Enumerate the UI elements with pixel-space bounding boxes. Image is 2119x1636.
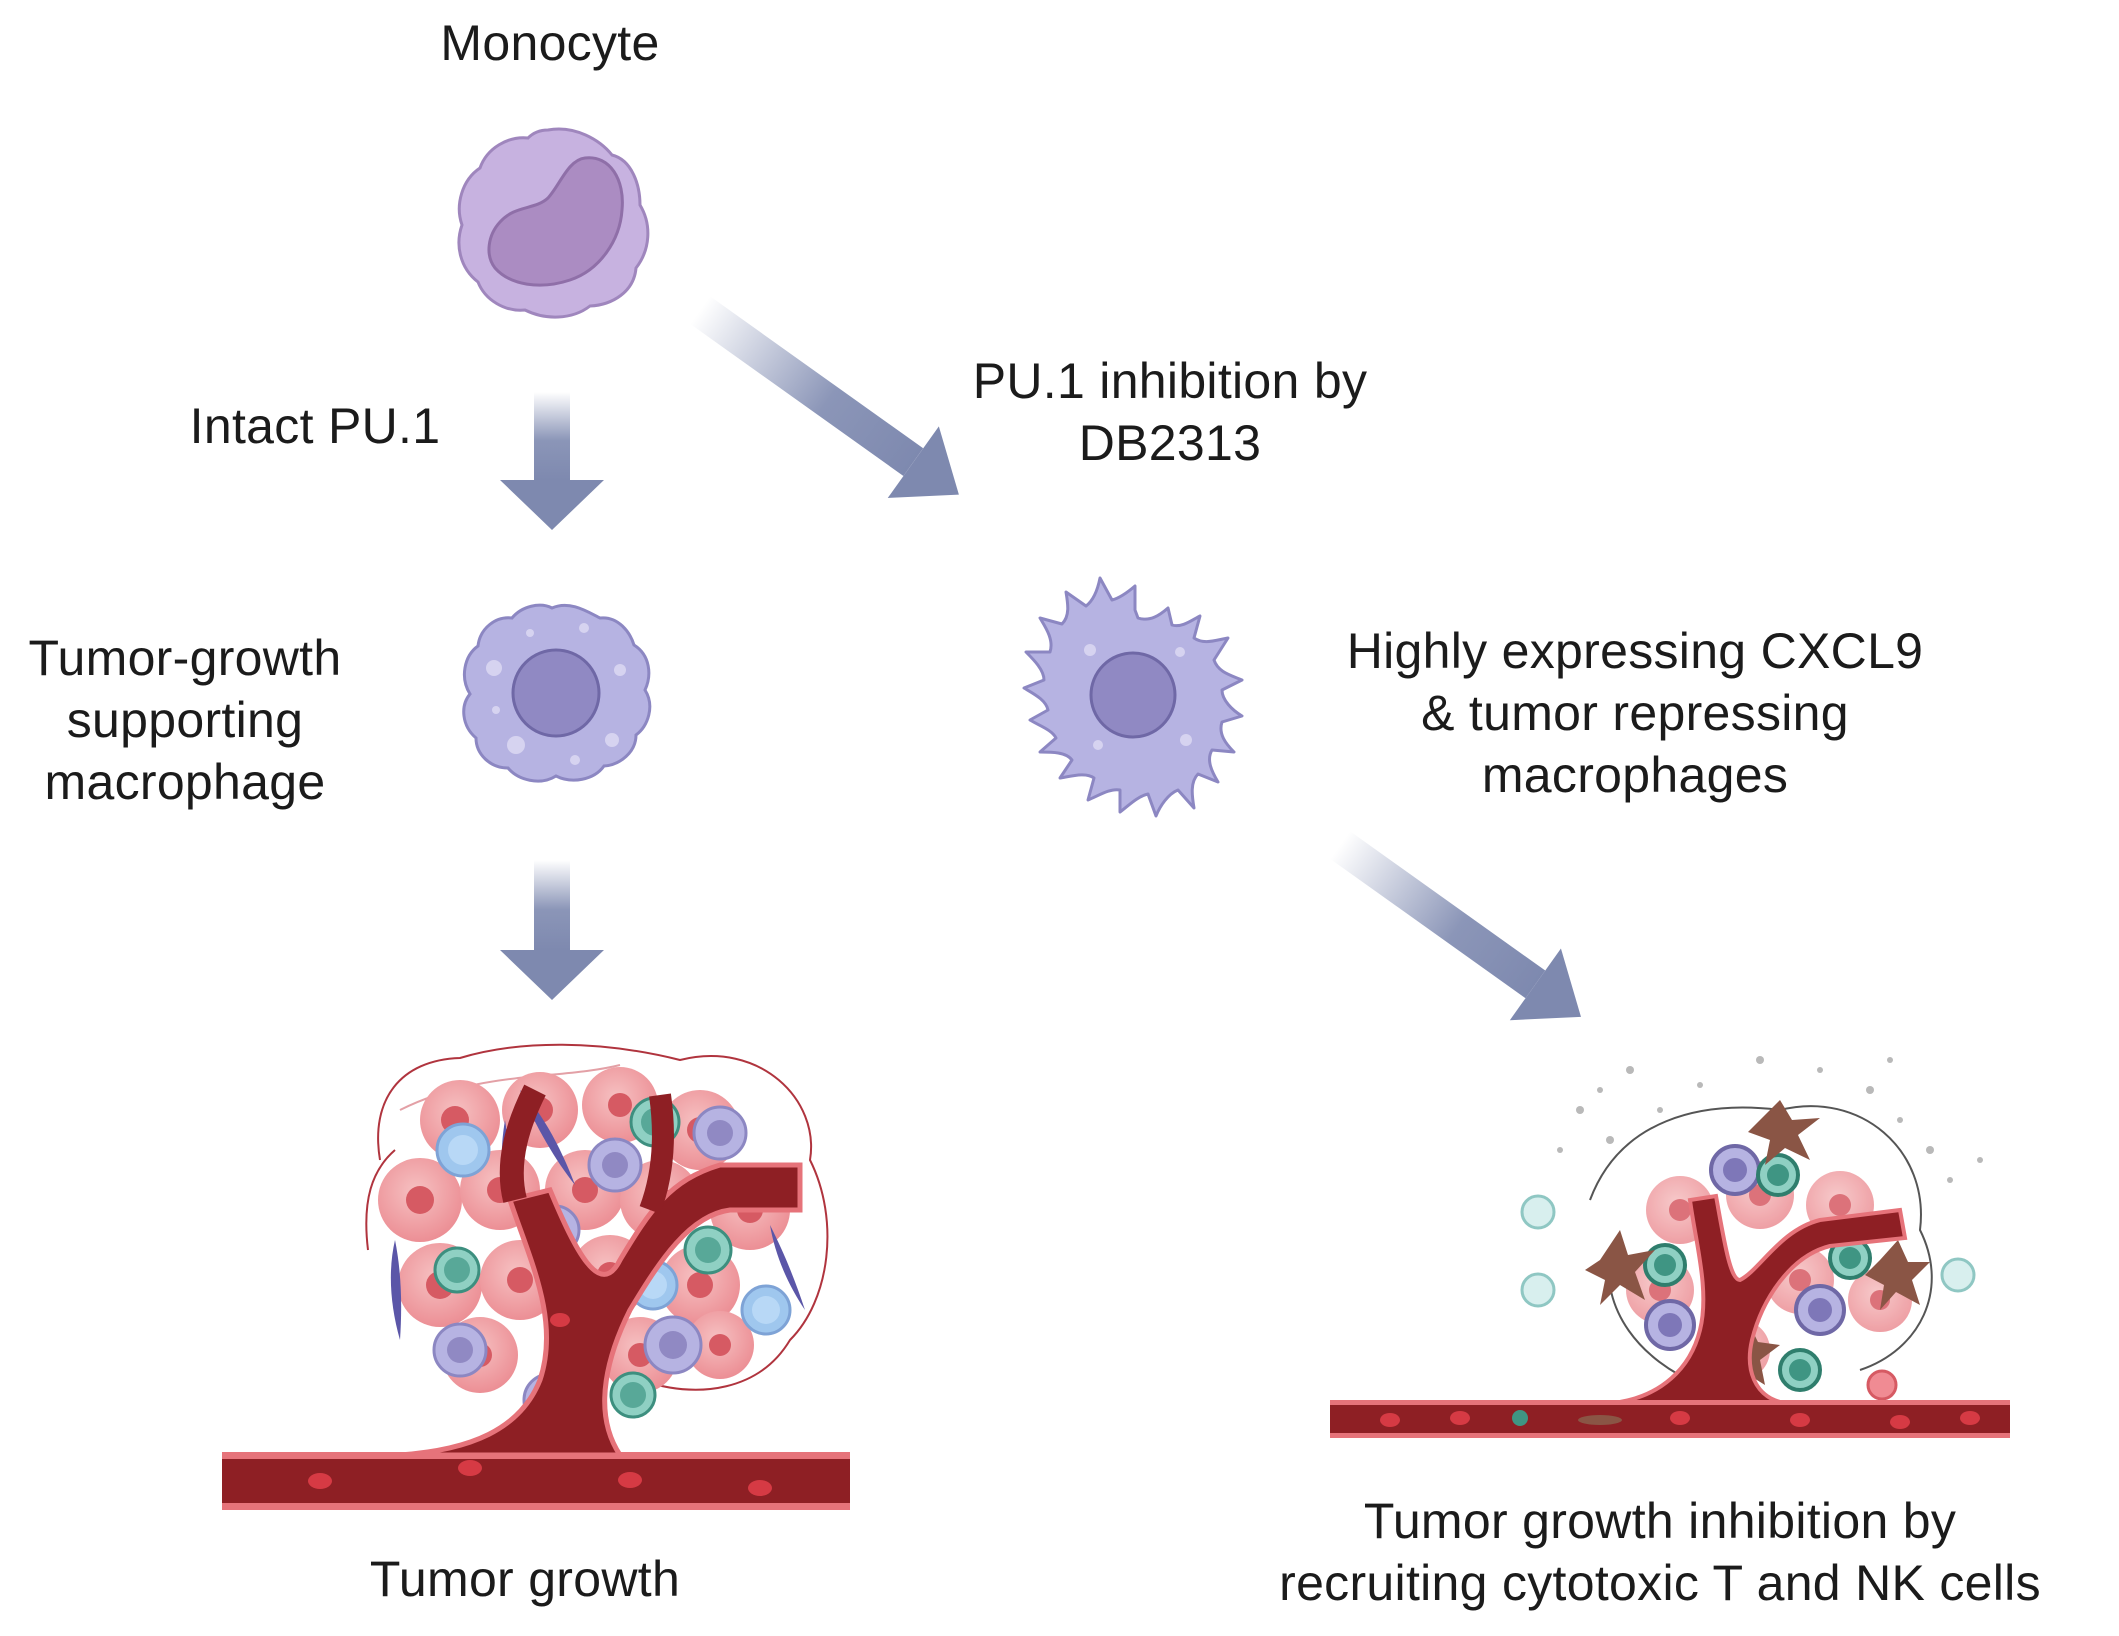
inhibited-tumor-icon — [1330, 1056, 2010, 1438]
growth-inhibition-line-1: Tumor growth inhibition by — [1363, 1493, 1957, 1549]
supporting-macrophage-label: Tumor-growth supporting macrophage — [0, 627, 370, 813]
growth-inhibition-line-2: recruiting cytotoxic T and NK cells — [1279, 1555, 2041, 1611]
repressing-macrophages-line-1: Highly expressing CXCL9 — [1346, 623, 1924, 679]
arrow-to-inhibition — [1330, 831, 1581, 1021]
arrow-to-tumor — [500, 860, 604, 1000]
pu1-inhibition-label: PU.1 inhibition by DB2313 — [910, 350, 1430, 474]
pu1-inhibition-line-2: DB2313 — [1078, 415, 1262, 471]
supporting-macrophage-line-2: supporting — [66, 692, 304, 748]
monocyte-icon — [457, 127, 650, 319]
repressing-macrophages-line-3: macrophages — [1481, 747, 1789, 803]
intact-pu1-label: Intact PU.1 — [189, 398, 441, 454]
supporting-macrophage-line-1: Tumor-growth — [28, 630, 342, 686]
pu1-inhibition-line-1: PU.1 inhibition by — [972, 353, 1368, 409]
macrophage-icon — [462, 603, 652, 783]
tumor-vessel-icon — [222, 1043, 850, 1510]
arrow-intact — [500, 392, 604, 530]
repressing-macrophages-label: Highly expressing CXCL9 & tumor repressi… — [1310, 620, 1960, 806]
repressing-macrophages-line-2: & tumor repressing — [1421, 685, 1849, 741]
monocyte-label: Monocyte — [440, 15, 660, 71]
arrow-inhibition — [690, 296, 959, 498]
tumor-growth-label: Tumor growth — [369, 1551, 681, 1607]
supporting-macrophage-line-3: macrophage — [44, 754, 326, 810]
growth-inhibition-label: Tumor growth inhibition by recruiting cy… — [1200, 1490, 2119, 1614]
dendritic-macrophage-icon — [1022, 576, 1244, 818]
